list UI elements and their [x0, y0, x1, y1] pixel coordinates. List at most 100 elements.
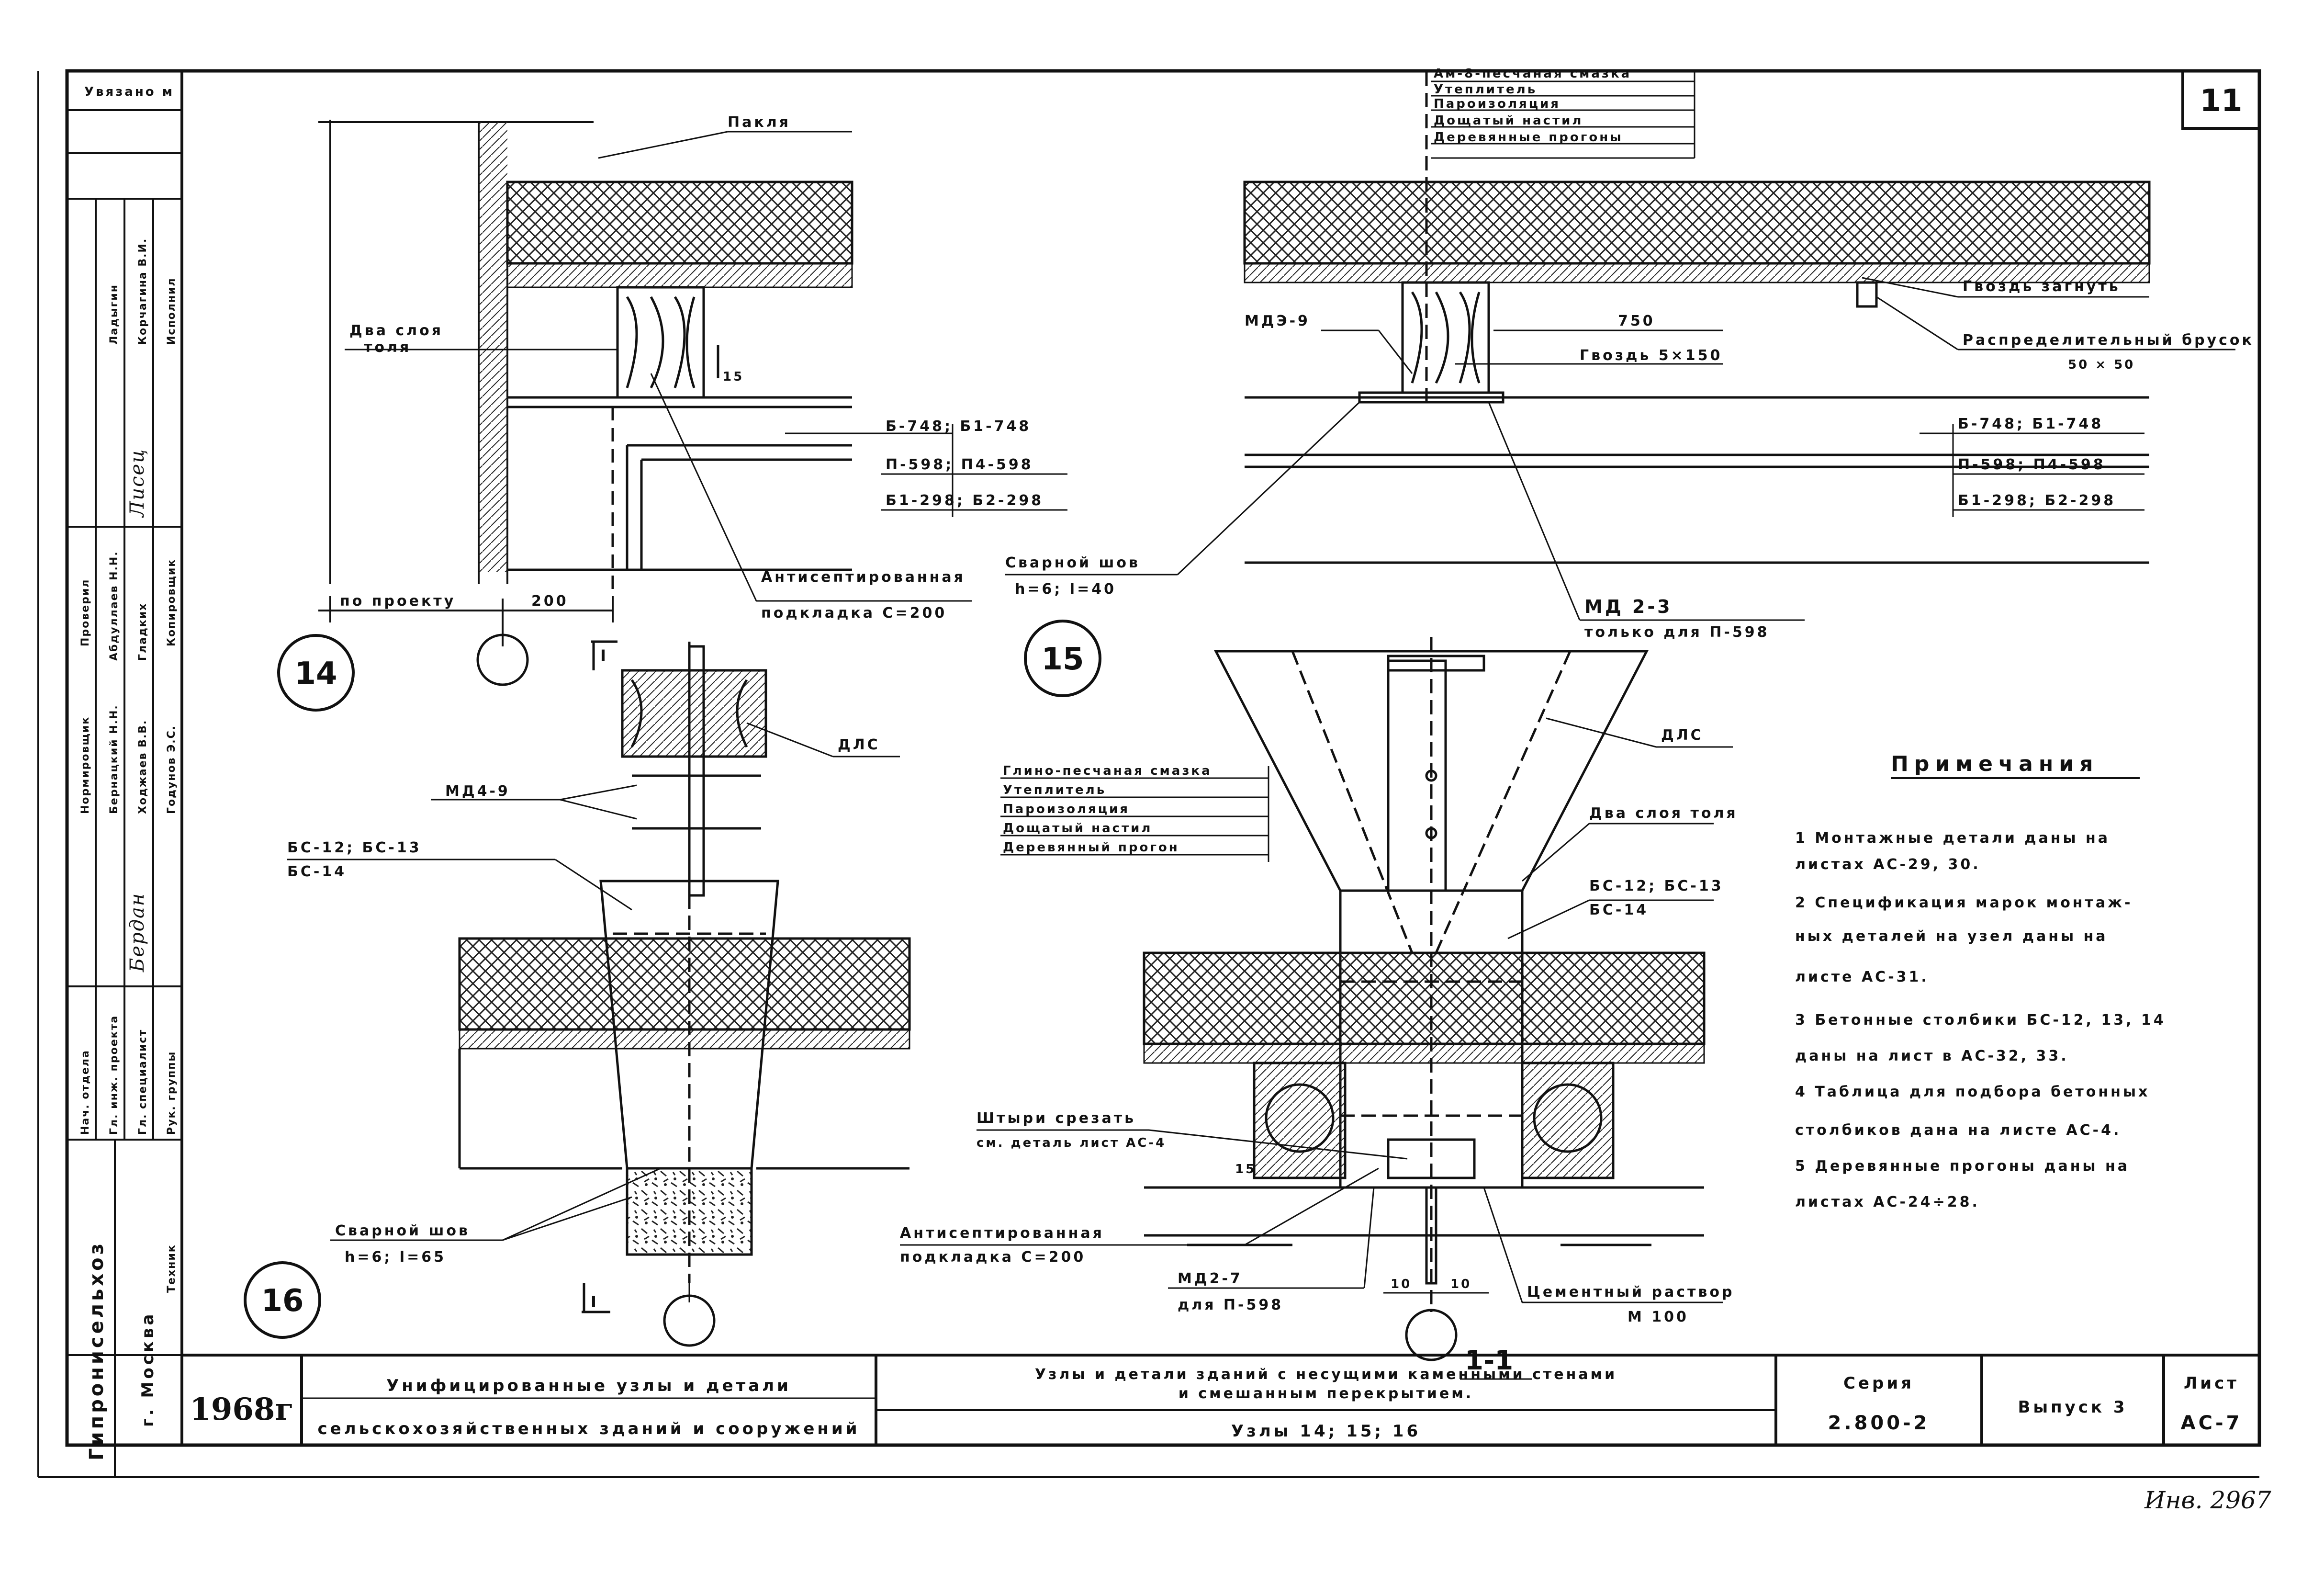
label-md23: МД 2-3	[1584, 596, 1673, 617]
label-pad-1: Антисептированная	[761, 569, 966, 586]
layer-label: Утеплитель	[1003, 783, 1106, 797]
stamp-name: Годунов Э.С.	[166, 725, 178, 814]
stamp-roles: Нач. отдела Гл. инж. проекта Гл. специал…	[79, 238, 178, 1293]
detail-16: I I ДЛС МД4-9 БС-12; БС-13 БС-14 Сварной…	[287, 640, 911, 1347]
label-bc-1: БС-12; БС-13	[1589, 878, 1724, 894]
dim-15: 15	[1235, 1162, 1256, 1176]
stamp-name: Гладких	[137, 603, 149, 661]
tb-sheet-label: Лист	[2184, 1374, 2239, 1393]
stamp-name: Бернацкий Н.Н.	[108, 704, 120, 814]
stamp-city: г. Москва	[138, 1312, 157, 1427]
label-md9: МДЭ-9	[1245, 313, 1310, 329]
detail-15: Ам-8-песчаная смазка Утеплитель Пароизол…	[1005, 67, 2252, 641]
tb-sheet-value: АС-7	[2181, 1412, 2243, 1434]
layer-label: Деревянные прогоны	[1434, 130, 1623, 145]
node-14-number: 14	[294, 656, 337, 691]
label-tar-paper: Два слоя толя	[1589, 805, 1738, 822]
stamp-name: Абдуллаев Н.Н.	[108, 551, 120, 661]
label-tar-1: Два слоя	[349, 322, 443, 339]
note-line: 2 Спецификация марок монтаж-	[1795, 894, 2133, 911]
layer-label: Деревянный прогон	[1003, 840, 1179, 855]
label-bc-1: БС-12; БС-13	[287, 839, 422, 856]
section-mark-top: I	[600, 646, 608, 665]
tb-title-1: Унифицированные узлы и детали	[386, 1376, 791, 1395]
tb-desc-1: Узлы и детали зданий с несущими каменным…	[1035, 1366, 1617, 1383]
note-line: ных деталей на узел даны на	[1795, 928, 2108, 945]
label-weld-2: h=6; l=65	[345, 1249, 446, 1266]
tb-desc-2: и смешанным перекрытием.	[1179, 1385, 1473, 1402]
label-weld-1: Сварной шов	[335, 1222, 470, 1239]
layer-label: Дощатый настил	[1434, 113, 1583, 128]
dim-project: по проекту	[340, 593, 456, 610]
label-paklya: Пакля	[728, 114, 791, 131]
label-md49: МД4-9	[445, 783, 510, 800]
dim-750: 750	[1618, 313, 1655, 329]
side-stamp	[67, 109, 182, 1477]
note-line: 4 Таблица для подбора бетонных	[1795, 1084, 2150, 1100]
stamp-role: Гл. специалист	[137, 1029, 149, 1135]
note-line: 5 Деревянные прогоны даны на	[1795, 1158, 2130, 1175]
layer-label: Утеплитель	[1434, 82, 1537, 97]
detail-14: по проекту 200 Пакля Два слоя толя 15 Б-…	[318, 114, 1067, 686]
label-nail: Гвоздь 5×150	[1580, 347, 1722, 364]
title-block	[180, 1354, 2259, 1445]
inventory-number: Инв. 2967	[2144, 1486, 2271, 1514]
label-md27-note: для П-598	[1178, 1297, 1283, 1313]
label-nail-bend: Гвоздь загнуть	[1963, 278, 2121, 295]
stamp-top-text: Увязано м	[84, 85, 174, 99]
label-dim-small: 15	[723, 370, 744, 384]
layer-label: Пароизоляция	[1434, 97, 1561, 111]
beam-mark: П-598; П4-598	[1958, 456, 2106, 473]
label-pins-2: см. деталь лист АС-4	[977, 1136, 1166, 1150]
stamp-signature: Бердан	[126, 893, 148, 973]
layer-label: Пароизоляция	[1003, 802, 1130, 816]
beam-mark: Б1-298; Б2-298	[1958, 492, 2116, 509]
section-1-1: ДЛС Глино-песчаная смазка Утеплитель Пар…	[900, 637, 1738, 1380]
label-weld-1: Сварной шов	[1005, 554, 1140, 571]
dim-200: 200	[531, 593, 569, 610]
label-pins-1: Штыри срезать	[977, 1110, 1136, 1127]
sheet-number-box: 11	[2181, 69, 2261, 130]
note-line: листах АС-24÷28.	[1795, 1194, 1980, 1210]
label-bc-2: БС-14	[287, 863, 347, 880]
node-16-marker: 16	[244, 1261, 321, 1339]
stamp-name: Ладыгин	[108, 284, 120, 345]
label-pad-1: Антисептированная	[900, 1225, 1104, 1242]
stamp-name: Корчагина В.И.	[137, 238, 149, 345]
notes-heading: Примечания	[1891, 752, 2099, 776]
note-line: 3 Бетонные столбики БС-12, 13, 14	[1795, 1012, 2166, 1029]
stamp-role: Нач. отдела	[79, 1050, 91, 1135]
stamp-role: Копировщик	[166, 559, 178, 646]
note-line: 1 Монтажные детали даны на	[1795, 830, 2110, 847]
label-dis: ДЛС	[1661, 727, 1704, 744]
note-line: листах АС-29, 30.	[1795, 856, 1981, 873]
stamp-role: Исполнил	[166, 277, 178, 345]
tb-desc-3: Узлы 14; 15; 16	[1231, 1422, 1421, 1441]
beam-mark: Б-748; Б1-748	[1958, 416, 2103, 432]
label-mortar-2: М 100	[1628, 1309, 1689, 1325]
node-14-marker: 14	[277, 634, 355, 712]
dim-10b: 10	[1450, 1277, 1471, 1291]
note-line: столбиков дана на листе АС-4.	[1795, 1122, 2121, 1139]
stamp-signature: Лисец	[126, 449, 148, 518]
beam-mark: П-598; П4-598	[886, 456, 1033, 473]
tb-title-2: сельскохозяйственных зданий и сооружений	[317, 1419, 860, 1438]
layer-label: Ам-8-песчаная смазка	[1434, 67, 1631, 81]
stamp-role: Нормировщик	[79, 716, 91, 814]
notes: Примечания 1 Монтажные детали даны на ли…	[1795, 752, 2166, 1210]
label-bc-2: БС-14	[1589, 902, 1649, 918]
tb-year: 1968г	[190, 1391, 293, 1427]
stamp-org: Гипронисельхоз	[86, 1241, 108, 1460]
section-mark-bottom: I	[591, 1293, 599, 1311]
stamp-role: Техник	[166, 1244, 178, 1293]
label-md23-note: только для П-598	[1584, 624, 1769, 641]
stamp-role: Рук. группы	[166, 1051, 178, 1135]
label-bar-2: 50 × 50	[2068, 358, 2135, 372]
section-title: 1-1	[1465, 1345, 1513, 1376]
sheet-number: 11	[2200, 83, 2242, 119]
beam-14	[507, 286, 852, 589]
beam-mark: Б1-298; Б2-298	[886, 492, 1044, 509]
layer-label: Дощатый настил	[1003, 821, 1152, 836]
sheet-frame	[37, 69, 2261, 1478]
